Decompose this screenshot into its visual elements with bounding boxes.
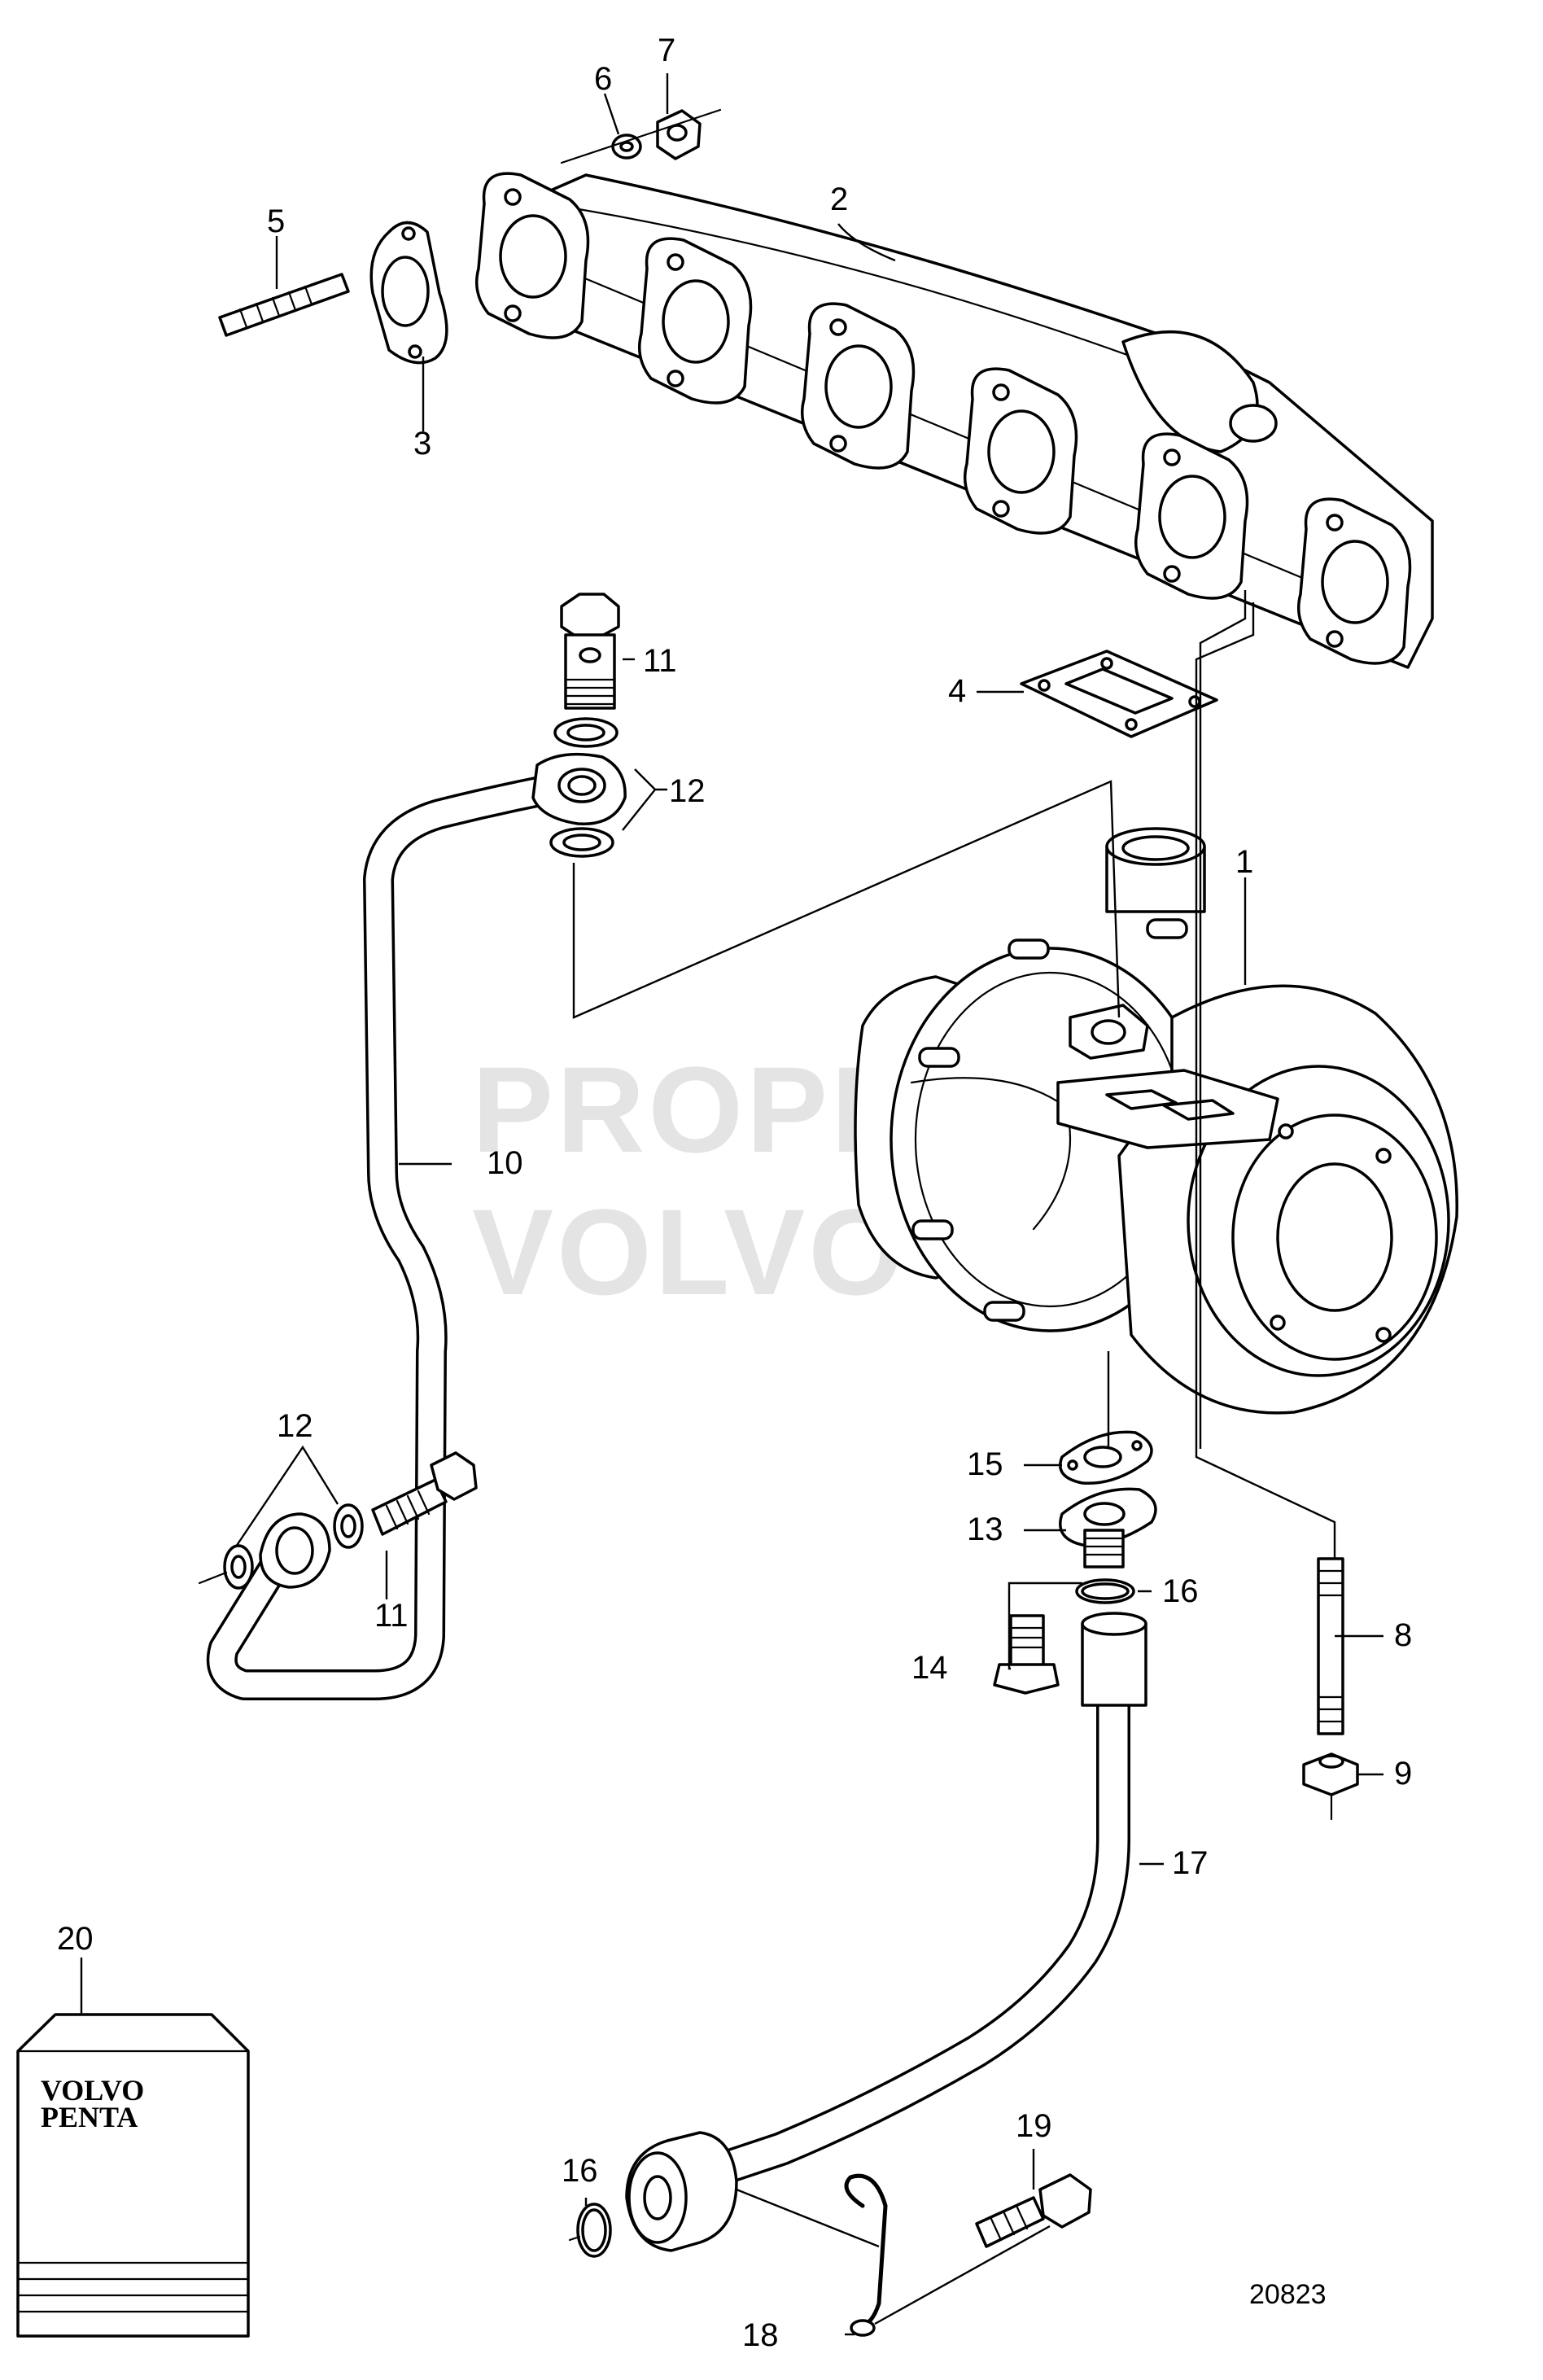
sealing-washer-lower-2 — [333, 1503, 364, 1549]
stud — [218, 273, 350, 337]
manual-brand-line-1: VOLVO — [41, 2074, 144, 2107]
callout-16-lower: 16 — [562, 2153, 598, 2189]
callout-7: 7 — [658, 33, 675, 68]
manifold-flange-2 — [638, 237, 753, 405]
callout-2: 2 — [830, 182, 848, 217]
oil-drain-flange — [1059, 1487, 1157, 1568]
callout-16-upper: 16 — [1162, 1573, 1199, 1609]
manifold-flange-3 — [801, 302, 916, 470]
oil-return-pipe — [625, 1612, 1147, 2252]
callout-15: 15 — [967, 1446, 1003, 1482]
callout-11-upper: 11 — [643, 643, 677, 679]
turbo-stud — [1317, 1557, 1344, 1735]
manifold-flange-6 — [1297, 497, 1412, 665]
callout-13: 13 — [967, 1512, 1003, 1547]
callout-14: 14 — [911, 1650, 948, 1686]
retaining-clip — [844, 2173, 888, 2337]
flange-screw — [993, 1614, 1060, 1695]
o-ring-lower — [576, 2203, 612, 2258]
leader-lines — [80, 73, 1383, 2336]
callout-3: 3 — [413, 426, 431, 462]
callout-1: 1 — [1235, 844, 1253, 880]
manifold-gasket — [369, 221, 448, 365]
callout-12-upper: 12 — [669, 773, 706, 809]
callout-19: 19 — [1016, 2108, 1052, 2144]
callout-10: 10 — [487, 1145, 523, 1181]
manifold-flange-4 — [964, 367, 1078, 535]
callout-4: 4 — [948, 673, 966, 709]
callout-17: 17 — [1172, 1845, 1209, 1881]
turbo-gasket — [1020, 650, 1218, 738]
instruction-manual: VOLVO PENTA — [16, 2013, 250, 2338]
o-ring-upper — [1075, 1578, 1135, 1604]
sealing-washer-upper-1 — [553, 717, 619, 748]
callout-20: 20 — [57, 1921, 94, 1957]
callout-5: 5 — [267, 203, 285, 239]
sealing-washer-lower-1 — [223, 1544, 254, 1590]
manual-brand-line-2: PENTA — [41, 2101, 138, 2133]
turbocharger — [854, 827, 1458, 1415]
callout-12-lower: 12 — [277, 1408, 313, 1444]
oil-delivery-pipe — [206, 752, 627, 1700]
lower-axis-line — [198, 1571, 228, 1585]
callout-9: 9 — [1394, 1756, 1412, 1792]
flange-nut — [656, 109, 702, 160]
drain-gasket — [1059, 1430, 1153, 1485]
callout-6: 6 — [594, 61, 612, 97]
sealing-washer-upper-2 — [549, 827, 614, 858]
manifold-flange-5 — [1134, 432, 1249, 600]
banjo-bolt-upper — [560, 593, 620, 710]
callout-8: 8 — [1394, 1617, 1412, 1653]
callout-11-lower: 11 — [374, 1598, 409, 1634]
callout-18: 18 — [742, 2317, 779, 2353]
o-ring-axis-line — [568, 2235, 581, 2242]
stud-axis-line — [560, 108, 722, 164]
callouts: 1 2 3 4 5 6 7 8 9 10 11 11 12 12 13 14 1… — [57, 33, 1412, 2353]
turbo-nut — [1302, 1752, 1359, 1796]
manifold-flange-1 — [475, 172, 590, 339]
clamp-screw — [975, 2173, 1092, 2248]
drawing-reference-number: 20823 — [1249, 2279, 1327, 2310]
exhaust-manifold — [475, 172, 1434, 669]
banjo-bolt-lower — [371, 1451, 478, 1536]
